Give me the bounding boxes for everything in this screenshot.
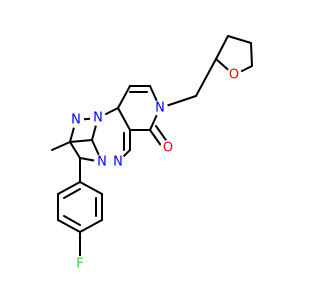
bond [117,85,131,109]
bond [79,181,103,195]
bond [195,58,217,97]
bond [79,219,103,233]
bond [63,188,81,199]
atom-label-n: N [71,113,81,128]
bond [117,107,131,131]
atom-n-triazine-2: N [110,154,126,170]
bond [69,139,93,143]
atom-label-o: O [163,141,173,156]
atom-o-thf: O [226,67,242,83]
bond [57,181,81,195]
bond [63,215,81,226]
atom-n-pyridinone: N [152,100,168,116]
bond [69,141,81,159]
atom-label-n: N [155,101,165,116]
atom-n-pyrazole-1: N [90,110,106,126]
atom-label-n: N [97,155,107,170]
bond [155,125,169,144]
molecule-structure: N O O N N N [0,0,300,300]
bond [149,129,163,148]
atom-n-pyrazole-2: N [68,112,84,128]
atom-o-carbonyl: O [160,140,176,156]
molecule-diagram: N O O N N N [0,0,300,300]
background [0,0,300,300]
atom-label-o: O [229,68,239,83]
bond [215,35,229,60]
atom-label-f: F [76,257,83,272]
atom-label-n: N [113,155,123,170]
atom-label-n: N [93,111,103,126]
bond [57,219,81,233]
atom-n-triazine-1: N [94,154,110,170]
bond [227,35,252,44]
atom-labels: N O O N N N [68,67,242,272]
bond [51,141,71,151]
atom-f: F [72,256,88,272]
bond [250,42,253,67]
